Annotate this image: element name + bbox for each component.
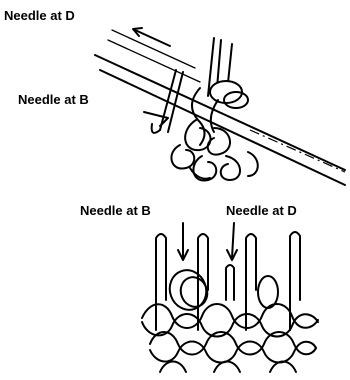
needle-b-hook	[152, 124, 160, 133]
needle-bed-rail	[108, 40, 200, 82]
label-needle-d-bottom: Needle at D	[226, 203, 297, 218]
top-view-illustration	[95, 28, 345, 185]
label-needle-b-bottom: Needle at B	[80, 203, 151, 218]
needle-d-shaft	[226, 265, 234, 300]
transferred-loop	[164, 265, 212, 315]
center-line	[250, 130, 345, 172]
bottom-view-illustration	[142, 223, 318, 372]
needle-bed-rail	[95, 55, 345, 170]
needle-bed-rail	[112, 30, 195, 68]
knit-row	[160, 362, 186, 373]
needle-shaft	[156, 234, 166, 330]
knit-stitch	[221, 156, 240, 180]
knit-row	[150, 342, 316, 363]
label-needle-d-top: Needle at D	[4, 8, 75, 23]
arrow-to-needle-d	[232, 223, 234, 258]
knit-stitch	[248, 152, 258, 176]
knit-stitch	[185, 120, 210, 150]
label-needle-b-top: Needle at B	[18, 92, 89, 107]
knit-row	[150, 332, 316, 355]
